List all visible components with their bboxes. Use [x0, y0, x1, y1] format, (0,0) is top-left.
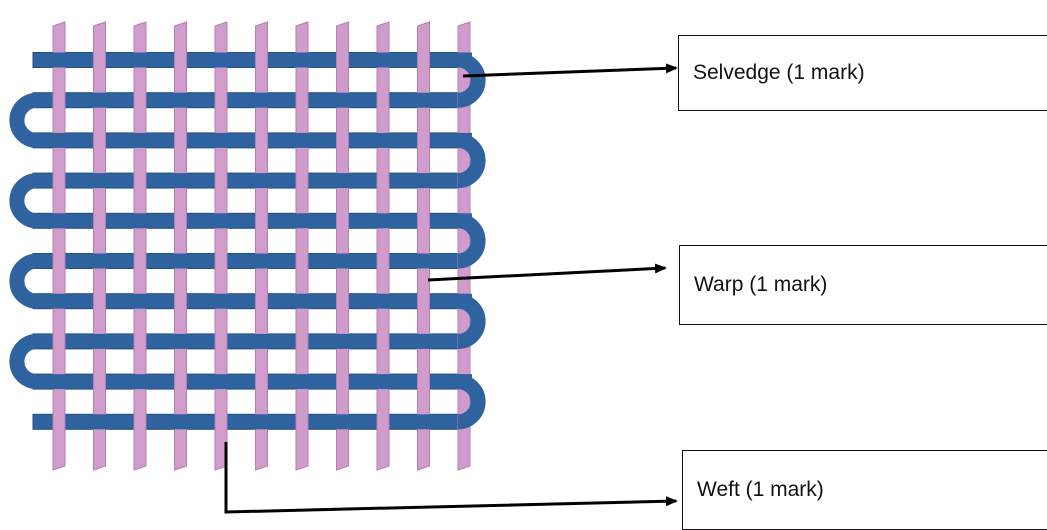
weft-float — [415, 173, 432, 189]
weft-float — [172, 253, 189, 269]
selvedge-arrow — [462, 63, 678, 78]
weft-float — [253, 92, 270, 108]
weft-float — [51, 52, 67, 68]
warp-threads — [52, 21, 471, 471]
warp-thread — [133, 21, 147, 471]
weft-float — [375, 374, 391, 390]
selvedge-loop — [9, 173, 38, 229]
selvedge-loop — [457, 132, 486, 189]
weft-float — [213, 132, 229, 148]
weft-float — [172, 414, 189, 430]
selvedge-label-box: Selvedge (1 mark) — [678, 35, 1047, 111]
weft-float — [375, 293, 391, 309]
weft-float — [375, 132, 391, 148]
warp-thread — [214, 21, 228, 471]
weft-float — [415, 92, 432, 108]
weft-float — [172, 333, 189, 349]
weft-float — [51, 374, 67, 390]
weft-float — [172, 92, 189, 108]
warp-thread — [295, 21, 309, 471]
weft-float — [334, 173, 351, 189]
weft-float — [415, 253, 432, 269]
weft-float — [132, 293, 148, 309]
selvedge-loop — [9, 333, 38, 390]
weft-float — [334, 333, 351, 349]
selvedge-loop — [9, 92, 38, 148]
weft-float — [51, 132, 67, 148]
warp-thread — [52, 21, 66, 471]
selvedge-loop — [457, 293, 486, 349]
weft-float — [132, 374, 148, 390]
selvedge-label: Selvedge (1 mark) — [693, 61, 865, 84]
weft-float — [375, 52, 391, 68]
weft-float — [294, 213, 310, 229]
weft-float — [253, 253, 270, 269]
weft-float — [91, 253, 108, 269]
weft-float — [253, 414, 270, 430]
warp-arrow — [427, 263, 667, 282]
weft-float — [294, 374, 310, 390]
weft-float — [334, 253, 351, 269]
weft-float — [253, 173, 270, 189]
weft-float — [375, 213, 391, 229]
weft-float — [91, 333, 108, 349]
warp-label: Warp (1 mark) — [694, 273, 828, 296]
selvedge-loop — [457, 52, 486, 108]
weft-float — [294, 132, 310, 148]
weft-float — [172, 173, 189, 189]
weft-float — [132, 132, 148, 148]
selvedge-loop — [457, 213, 486, 269]
warp-label-box: Warp (1 mark) — [679, 245, 1047, 325]
warp-thread — [93, 21, 106, 471]
weft-label-box: Weft (1 mark) — [682, 450, 1047, 530]
weft-float — [132, 213, 148, 229]
warp-thread — [174, 21, 187, 471]
weft-float — [91, 92, 108, 108]
weft-float — [213, 374, 229, 390]
warp-thread — [336, 21, 349, 471]
weft-float — [213, 293, 229, 309]
weft-float — [415, 333, 432, 349]
warp-thread — [376, 21, 390, 471]
weft-float — [51, 293, 67, 309]
selvedge-loop — [457, 374, 486, 430]
weft-arrow — [224, 442, 678, 514]
selvedge-loops — [9, 52, 486, 430]
woven-fabric — [9, 21, 486, 471]
weft-float — [334, 414, 351, 430]
weft-float — [91, 173, 108, 189]
weft-float — [415, 414, 432, 430]
warp-thread — [417, 21, 430, 471]
weft-float — [253, 333, 270, 349]
weft-float — [213, 213, 229, 229]
weft-float — [91, 414, 108, 430]
weft-float — [294, 293, 310, 309]
weft-float — [334, 92, 351, 108]
weft-float — [132, 52, 148, 68]
weft-label: Weft (1 mark) — [697, 478, 824, 501]
selvedge-loop — [9, 253, 38, 309]
weft-float — [294, 52, 310, 68]
weft-float — [51, 213, 67, 229]
warp-thread — [255, 21, 268, 471]
weft-float — [213, 52, 229, 68]
